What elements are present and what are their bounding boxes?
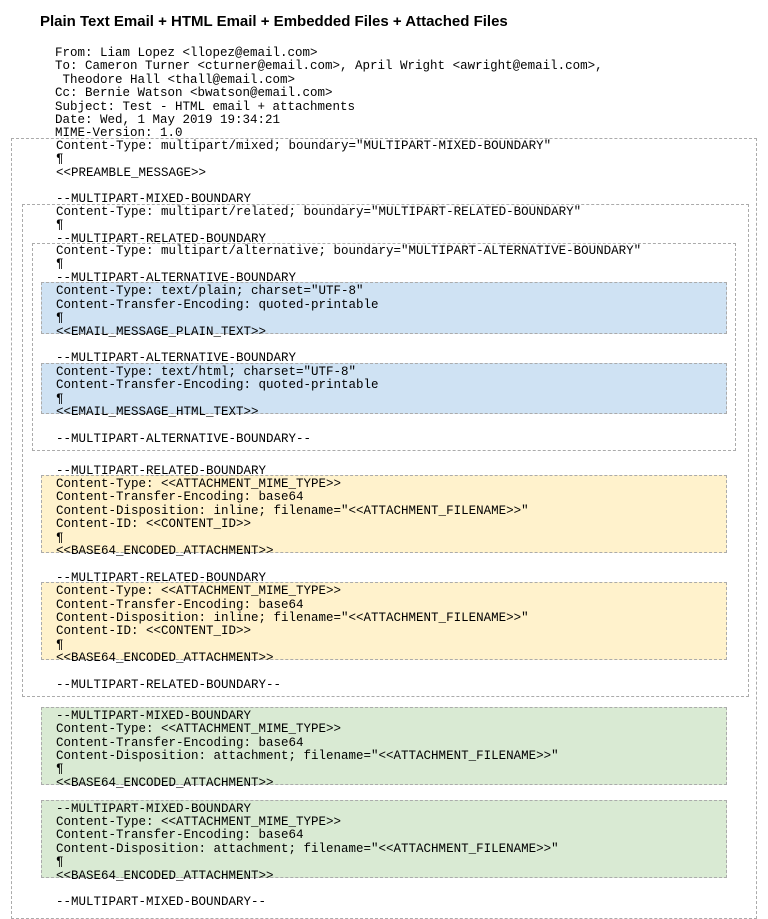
mime-structure-diagram: From: Liam Lopez <llopez@email.com> To: …: [0, 46, 768, 919]
attachment-content-type-line: Content-Type: <<ATTACHMENT_MIME_TYPE>>: [56, 815, 342, 830]
email-headers: From: Liam Lopez <llopez@email.com> To: …: [55, 46, 768, 141]
plain-text-placeholder-line: <<EMAIL_MESSAGE_PLAIN_TEXT>>: [56, 324, 267, 339]
multipart-mixed-container: Content-Type: multipart/mixed; boundary=…: [11, 137, 757, 919]
preamble-placeholder-line: <<PREAMBLE_MESSAGE>>: [56, 165, 207, 180]
blank-line: [23, 451, 748, 464]
related-content-type-line: Content-Type: multipart/related; boundar…: [56, 204, 582, 219]
mixed-content-type-line: Content-Type: multipart/mixed; boundary=…: [56, 138, 552, 153]
attached-file-part-box-1: --MULTIPART-MIXED-BOUNDARY Content-Type:…: [41, 706, 727, 785]
header-from: From: Liam Lopez <llopez@email.com>: [55, 46, 318, 60]
html-content-type-line: Content-Type: text/html; charset="UTF-8": [56, 364, 357, 379]
base64-placeholder-line: <<BASE64_ENCODED_ATTACHMENT>>: [56, 543, 274, 558]
html-text-placeholder-line: <<EMAIL_MESSAGE_HTML_TEXT>>: [56, 404, 259, 419]
attachment-disposition-line: Content-Disposition: inline; filename="<…: [56, 610, 529, 625]
attachment-content-type-line: Content-Type: <<ATTACHMENT_MIME_TYPE>>: [56, 584, 342, 599]
attachment-transfer-encoding-line: Content-Transfer-Encoding: base64: [56, 735, 304, 750]
pilcrow-line: ¶: [56, 762, 64, 777]
attachment-content-type-line: Content-Type: <<ATTACHMENT_MIME_TYPE>>: [56, 722, 342, 737]
attached-file-part-box-2: --MULTIPART-MIXED-BOUNDARY Content-Type:…: [41, 799, 727, 878]
base64-placeholder-line: <<BASE64_ENCODED_ATTACHMENT>>: [56, 868, 274, 883]
base64-placeholder-line: <<BASE64_ENCODED_ATTACHMENT>>: [56, 775, 274, 790]
related-boundary-line: --MULTIPART-RELATED-BOUNDARY: [56, 231, 267, 246]
header-cc: Cc: Bernie Watson <bwatson@email.com>: [55, 86, 333, 101]
alternative-content-type-line: Content-Type: multipart/alternative; bou…: [56, 244, 642, 259]
attachment-transfer-encoding-line: Content-Transfer-Encoding: base64: [56, 597, 304, 612]
plain-text-part-box: Content-Type: text/plain; charset="UTF-8…: [41, 282, 727, 334]
related-boundary-line: --MULTIPART-RELATED-BOUNDARY: [56, 463, 267, 478]
html-transfer-encoding-line: Content-Transfer-Encoding: quoted-printa…: [56, 378, 379, 393]
pilcrow-line: ¶: [56, 855, 64, 870]
alternative-boundary-line: --MULTIPART-ALTERNATIVE-BOUNDARY: [56, 270, 297, 285]
attachment-content-id-line: Content-ID: <<CONTENT_ID>>: [56, 624, 252, 639]
attachment-content-type-line: Content-Type: <<ATTACHMENT_MIME_TYPE>>: [56, 476, 342, 491]
header-to-cont: Theodore Hall <thall@email.com>: [55, 72, 296, 87]
attachment-transfer-encoding-line: Content-Transfer-Encoding: base64: [56, 490, 304, 505]
related-closing-boundary-line: --MULTIPART-RELATED-BOUNDARY--: [56, 678, 282, 692]
blank-line: [12, 180, 756, 193]
inline-attachment-part-box-2: Content-Type: <<ATTACHMENT_MIME_TYPE>> C…: [41, 582, 727, 661]
inline-attachment-part-box-1: Content-Type: <<ATTACHMENT_MIME_TYPE>> C…: [41, 474, 727, 553]
pilcrow-line: ¶: [56, 530, 64, 545]
related-boundary-line: --MULTIPART-RELATED-BOUNDARY: [56, 570, 267, 585]
html-part-box: Content-Type: text/html; charset="UTF-8"…: [41, 362, 727, 414]
blank-line: [23, 666, 748, 679]
attachment-disposition-line: Content-Disposition: inline; filename="<…: [56, 503, 529, 518]
mixed-boundary-line: --MULTIPART-MIXED-BOUNDARY: [56, 801, 252, 816]
alternative-boundary-line: --MULTIPART-ALTERNATIVE-BOUNDARY: [56, 351, 297, 366]
mixed-boundary-line: --MULTIPART-MIXED-BOUNDARY: [56, 192, 252, 207]
plain-transfer-encoding-line: Content-Transfer-Encoding: quoted-printa…: [56, 297, 379, 312]
header-date: Date: Wed, 1 May 2019 19:34:21: [55, 113, 281, 128]
attachment-disposition-line: Content-Disposition: attachment; filenam…: [56, 841, 559, 856]
header-mime-version: MIME-Version: 1.0: [55, 126, 183, 141]
multipart-alternative-container: Content-Type: multipart/alternative; bou…: [32, 243, 736, 452]
pilcrow-line: ¶: [56, 391, 64, 406]
attachment-content-id-line: Content-ID: <<CONTENT_ID>>: [56, 517, 252, 532]
blank-line: [23, 558, 748, 571]
plain-content-type-line: Content-Type: text/plain; charset="UTF-8…: [56, 284, 364, 299]
header-subject: Subject: Test - HTML email + attachments: [55, 99, 356, 114]
pilcrow-line: ¶: [56, 218, 64, 233]
base64-placeholder-line: <<BASE64_ENCODED_ATTACHMENT>>: [56, 651, 274, 666]
pilcrow-line: ¶: [56, 311, 64, 326]
blank-line: [12, 883, 756, 896]
attachment-disposition-line: Content-Disposition: attachment; filenam…: [56, 749, 559, 764]
pilcrow-line: ¶: [56, 637, 64, 652]
multipart-related-container: Content-Type: multipart/related; boundar…: [22, 203, 749, 698]
attachment-transfer-encoding-line: Content-Transfer-Encoding: base64: [56, 828, 304, 843]
alternative-closing-boundary-line: --MULTIPART-ALTERNATIVE-BOUNDARY--: [56, 431, 312, 446]
header-to: To: Cameron Turner <cturner@email.com>, …: [55, 59, 603, 74]
mixed-closing-boundary-line: --MULTIPART-MIXED-BOUNDARY--: [56, 895, 267, 910]
blank-line: [33, 419, 735, 432]
pilcrow-line: ¶: [56, 257, 64, 272]
page-title: Plain Text Email + HTML Email + Embedded…: [40, 13, 508, 30]
pilcrow-line: ¶: [56, 152, 64, 167]
blank-line: [33, 339, 735, 352]
mixed-boundary-line: --MULTIPART-MIXED-BOUNDARY: [56, 708, 252, 723]
